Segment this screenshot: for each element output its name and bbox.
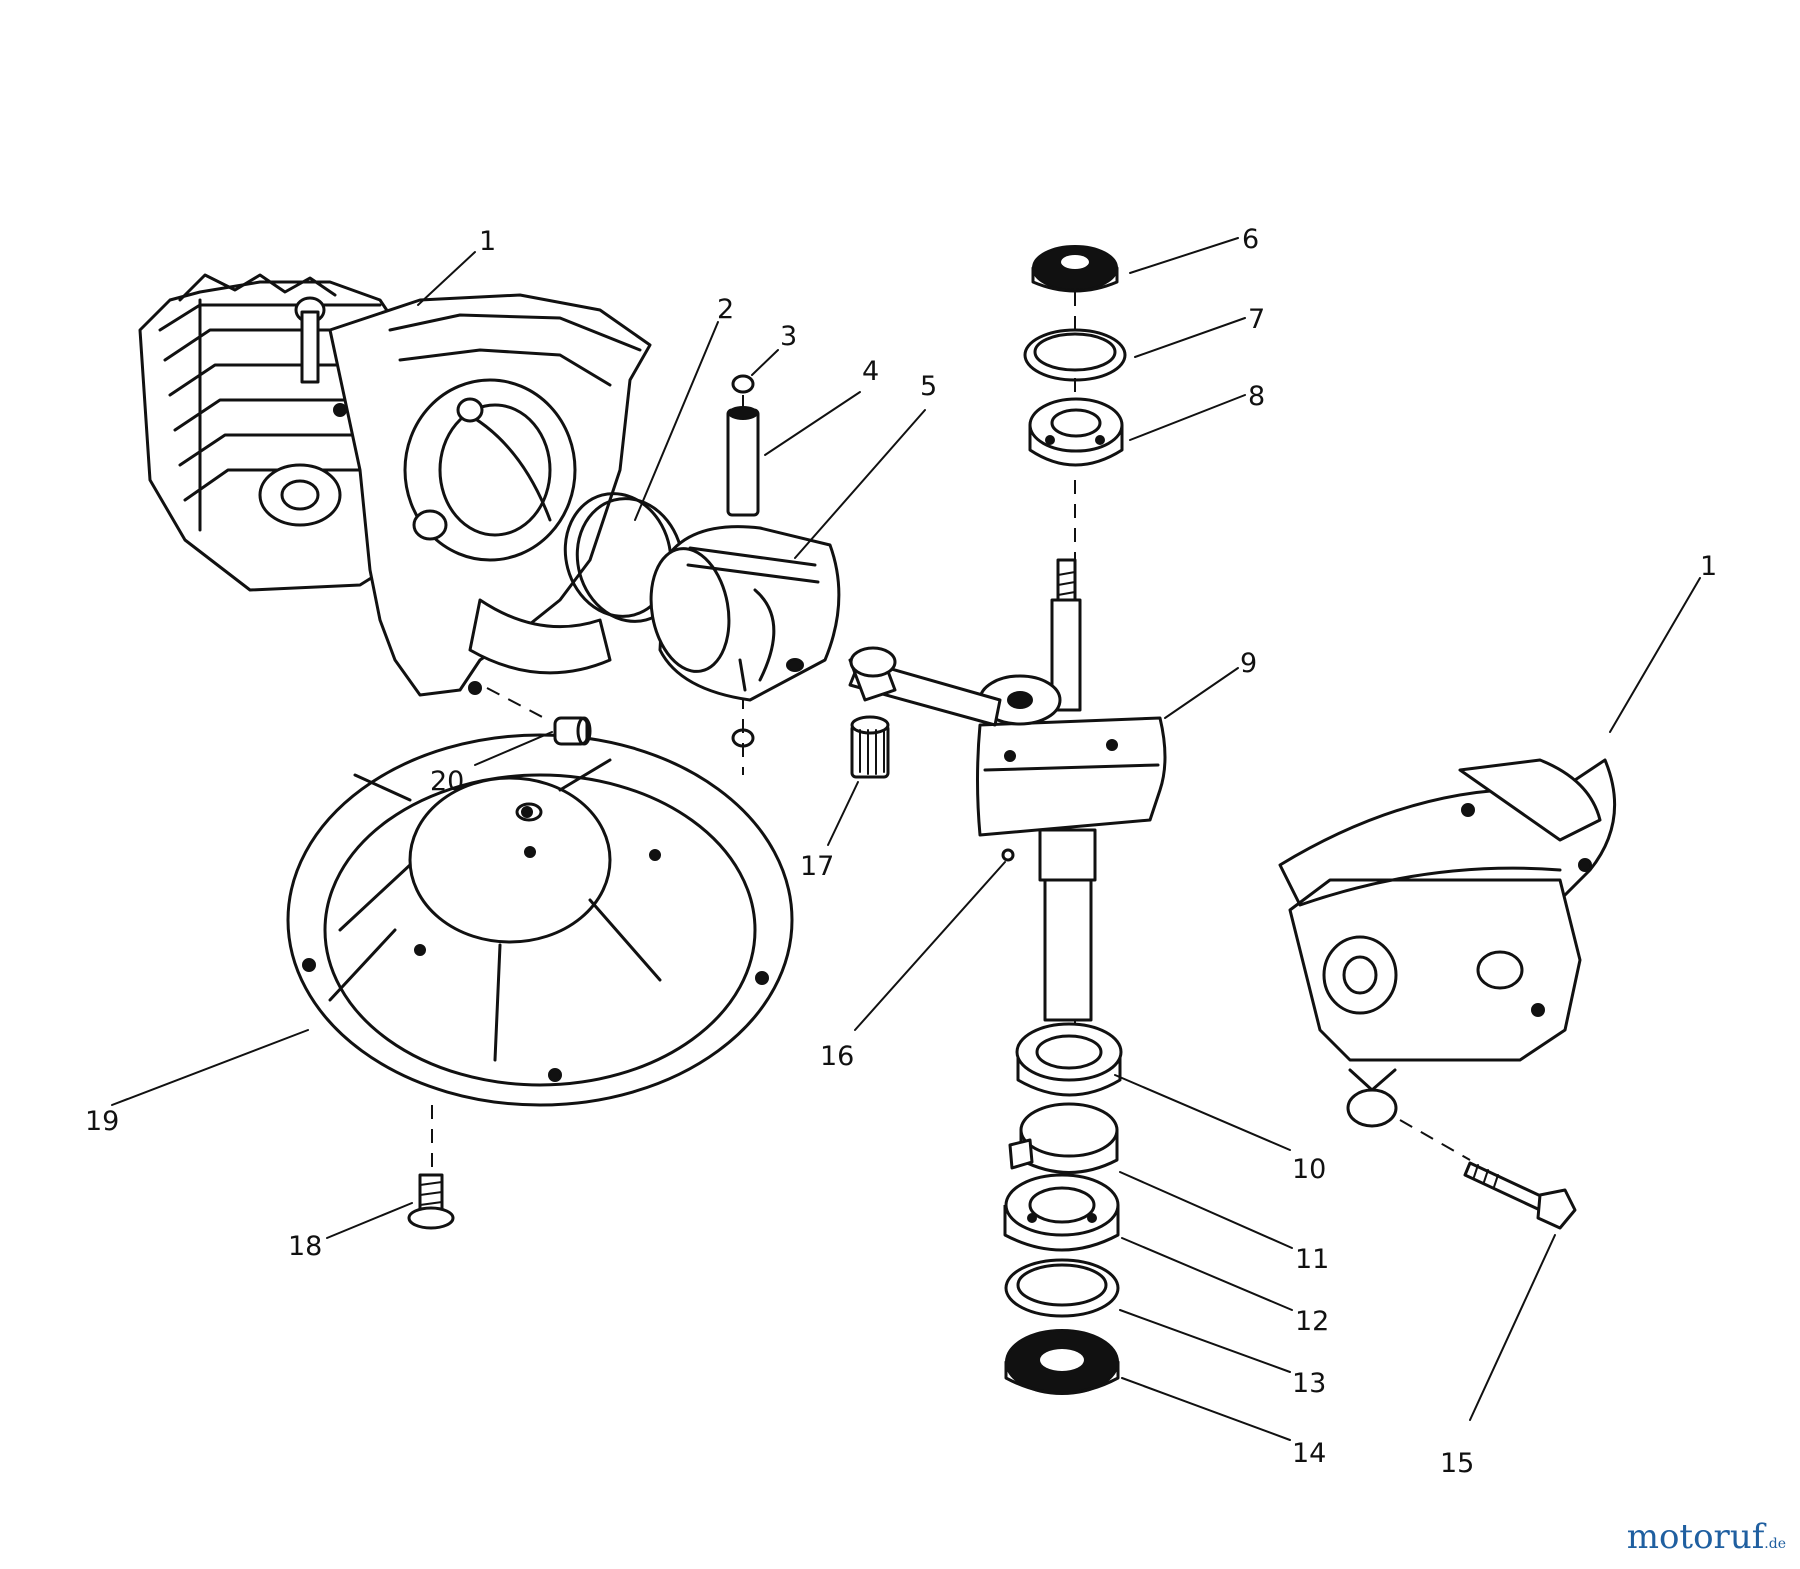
callout-18: 18 <box>288 1231 322 1262</box>
lower-ball-bearing <box>1003 1173 1120 1252</box>
callout-labels: 1 1 2 3 4 5 6 7 8 9 10 11 12 13 14 15 16… <box>85 224 1717 1479</box>
leader-lines <box>111 237 1701 1441</box>
callout-16: 16 <box>820 1041 854 1072</box>
callout-2: 2 <box>717 294 734 325</box>
callout-10: 10 <box>1292 1154 1326 1185</box>
callout-11: 11 <box>1295 1244 1329 1275</box>
callout-1-cylinder: 1 <box>479 226 496 257</box>
callout-19: 19 <box>85 1106 119 1137</box>
callout-8: 8 <box>1248 381 1265 412</box>
crankcase-half-right <box>1278 758 1617 1128</box>
connecting-rod <box>848 646 1002 727</box>
callout-9: 9 <box>1240 648 1257 679</box>
watermark-suffix: .de <box>1764 1536 1786 1552</box>
engine-backplate <box>286 733 794 1107</box>
lower-seal-housing <box>1015 1022 1123 1097</box>
crankshaft <box>976 558 1167 1022</box>
callout-6: 6 <box>1242 224 1259 255</box>
lower-oil-seal <box>1004 1329 1120 1395</box>
callout-7: 7 <box>1248 304 1265 335</box>
watermark-logo: motoruf.de <box>1627 1517 1786 1557</box>
top-oil-seal <box>1031 245 1119 293</box>
crankcase-bolt <box>1463 1161 1577 1230</box>
callout-20: 20 <box>430 766 464 797</box>
callout-3: 3 <box>780 321 797 352</box>
watermark-brand: motoruf <box>1626 1517 1765 1557</box>
piston-pin <box>726 406 760 517</box>
piston <box>649 525 841 702</box>
callout-17: 17 <box>800 851 834 882</box>
callout-13: 13 <box>1292 1368 1326 1399</box>
callout-5: 5 <box>920 371 937 402</box>
needle-bearing <box>850 715 890 779</box>
backplate-screw <box>407 1173 455 1230</box>
top-ball-bearing <box>1028 397 1124 467</box>
callout-15: 15 <box>1440 1448 1474 1479</box>
woodruff-key <box>1001 848 1015 862</box>
piston-pin-circlips <box>731 374 755 775</box>
lower-retaining-ring <box>1004 1258 1120 1318</box>
crankcase-cylinder-block <box>138 273 652 697</box>
dowel-pin <box>553 716 592 746</box>
top-retaining-ring <box>1023 328 1127 382</box>
callout-4: 4 <box>862 356 879 387</box>
callout-1-crankcase-cover: 1 <box>1700 551 1717 582</box>
callout-14: 14 <box>1292 1438 1326 1469</box>
lower-bearing-cage <box>1008 1102 1119 1174</box>
callout-12: 12 <box>1295 1306 1329 1337</box>
